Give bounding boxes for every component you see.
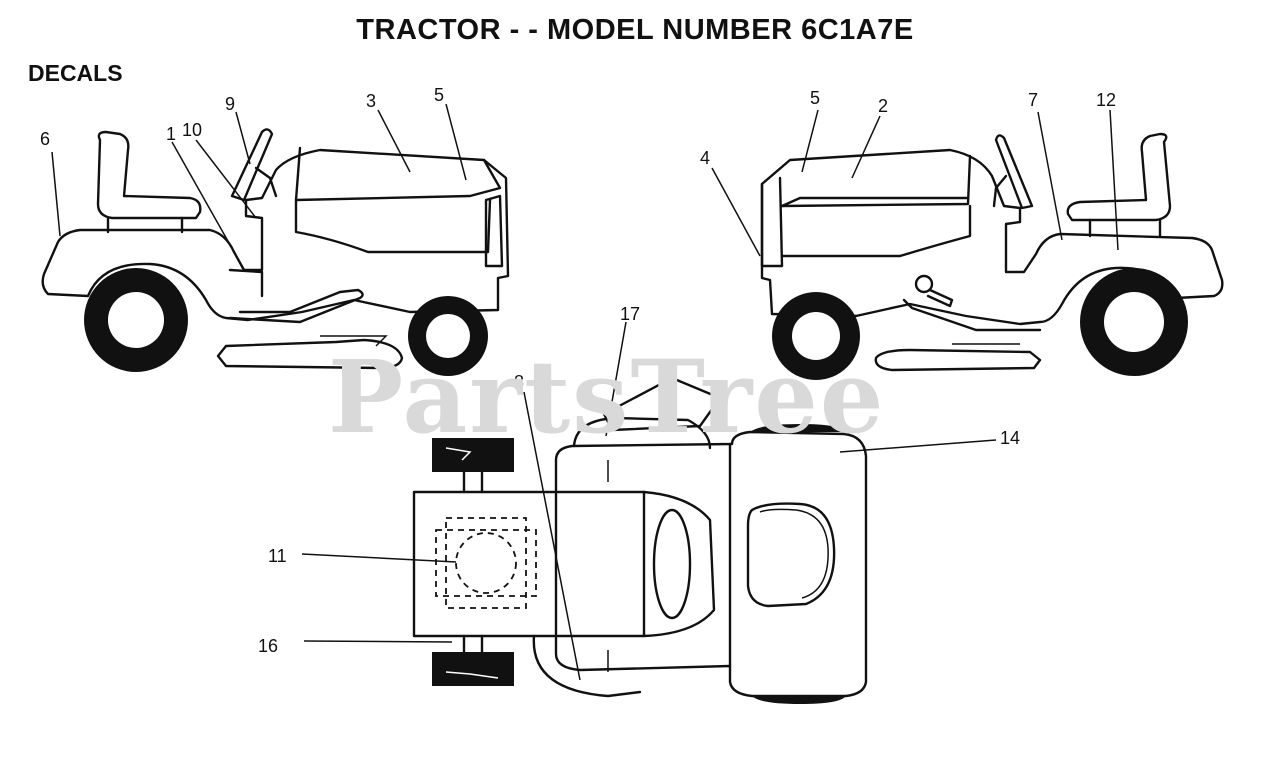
section-title: DECALS	[28, 60, 123, 86]
watermark-logo: PartsTree	[328, 338, 886, 456]
callout-14-top: 14	[1000, 428, 1020, 448]
tractor-top-view: 17 8 14 11 16	[258, 304, 1020, 704]
callout-4-right: 4	[700, 148, 710, 168]
callout-17-top: 17	[620, 304, 640, 324]
callout-10-left: 10	[182, 120, 202, 140]
tractor-left-side-view: 6 1 10 9 3 5	[40, 85, 510, 376]
callout-12-right: 12	[1096, 90, 1116, 110]
callout-5-right: 5	[810, 88, 820, 108]
callout-7-right: 7	[1028, 90, 1038, 110]
callout-11-top: 11	[268, 546, 287, 566]
page-title: TRACTOR - - MODEL NUMBER 6C1A7E	[356, 14, 914, 46]
callout-6-left: 6	[40, 129, 50, 149]
callout-16-top: 16	[258, 636, 278, 656]
callout-5-left: 5	[434, 85, 444, 105]
callout-8-top: 8	[514, 372, 524, 392]
tractor-right-side-view: 4 5 2 7 12	[700, 88, 1224, 380]
callout-9-left: 9	[225, 94, 235, 114]
callout-3-left: 3	[366, 91, 376, 111]
callout-1-left: 1	[166, 124, 176, 144]
callout-2-right: 2	[878, 96, 888, 116]
